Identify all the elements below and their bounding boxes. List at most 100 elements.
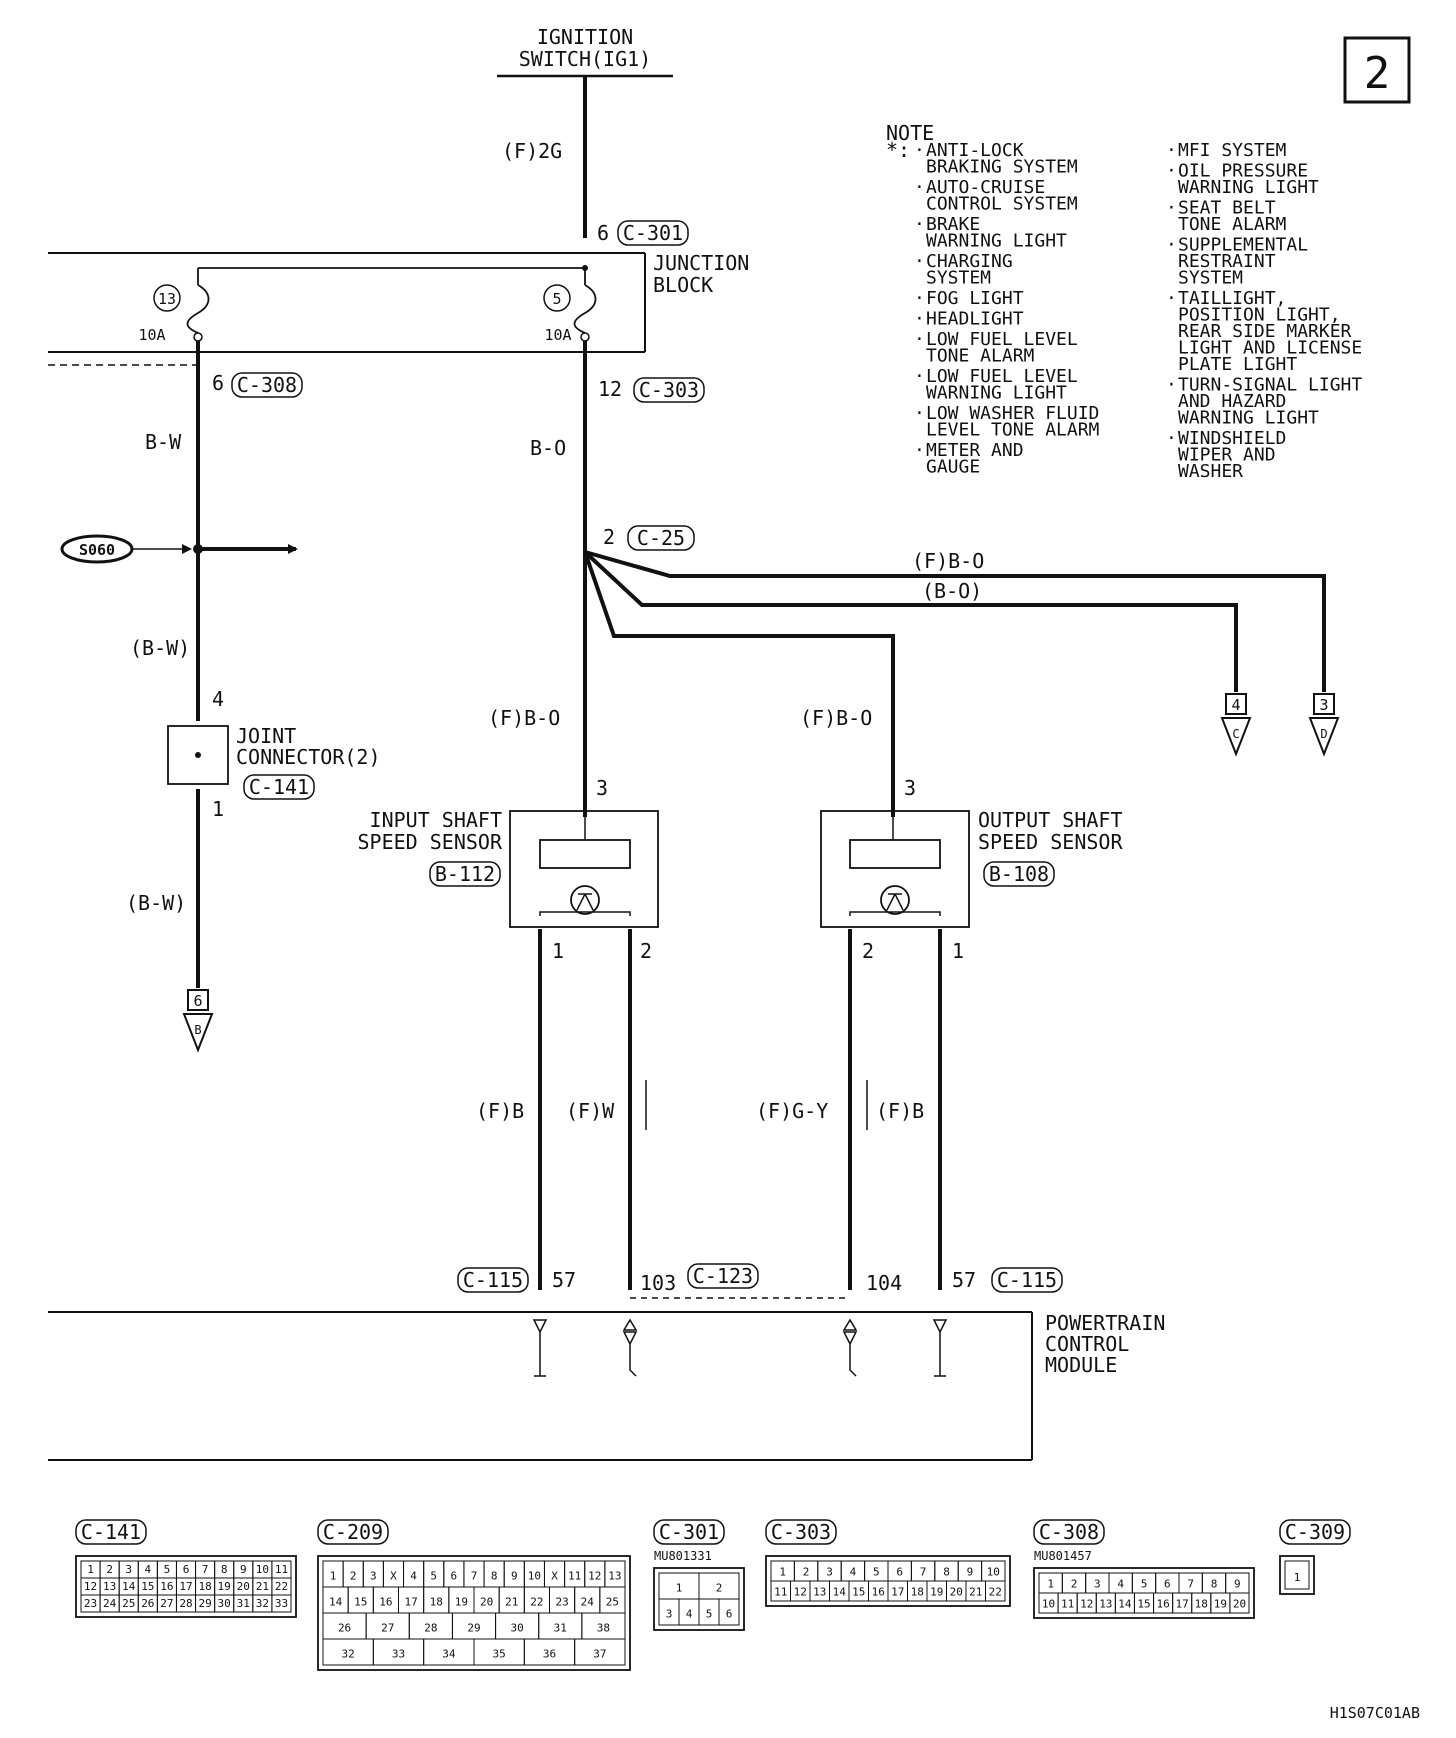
connector-pin: 11 <box>568 1570 581 1583</box>
note-col1-bullet-4: · <box>914 288 925 309</box>
pin-iss-feed: 3 <box>596 776 608 800</box>
connector-pin: 29 <box>467 1622 480 1635</box>
connector-pin: 32 <box>256 1597 269 1610</box>
connector-pin: 1 <box>676 1582 683 1595</box>
connector-pin: 4 <box>410 1570 417 1583</box>
connector-pin: 12 <box>588 1570 601 1583</box>
iss-label-2: SPEED SENSOR <box>358 830 503 854</box>
pin-iss-1: 1 <box>552 939 564 963</box>
svg-text:B: B <box>194 1023 201 1037</box>
note-col1-item-5-line-0: HEADLIGHT <box>926 309 1024 330</box>
connector-pin: 11 <box>774 1585 787 1598</box>
connector-pin: 26 <box>141 1597 154 1610</box>
note-col2-item-5-line-1: AND HAZARD <box>1178 391 1286 412</box>
pin-c308: 6 <box>212 371 224 395</box>
joint-connector-label-2: CONNECTOR(2) <box>236 745 381 769</box>
note-col2-item-1-line-1: WARNING LIGHT <box>1178 177 1319 198</box>
connector-pin: 15 <box>1137 1597 1150 1610</box>
connector-pin: 8 <box>943 1565 950 1578</box>
connector-pin: 28 <box>424 1622 437 1635</box>
connector-pin: 7 <box>202 1563 209 1576</box>
connector-pin: 13 <box>1099 1597 1112 1610</box>
fuse-left-number: 13 <box>158 290 176 308</box>
wire-color-ign: (F)2G <box>502 139 562 163</box>
note-col1-bullet-0: · <box>914 140 925 161</box>
connector-pin: 12 <box>794 1585 807 1598</box>
connector-pin: 2 <box>106 1563 113 1576</box>
connector-pin: 16 <box>872 1585 885 1598</box>
connector-pin: 1 <box>1294 1571 1301 1584</box>
pin-oss-1: 1 <box>952 939 964 963</box>
connector-pin: 4 <box>145 1563 152 1576</box>
connector-pin: 18 <box>911 1585 924 1598</box>
note-col1-item-9-line-0: METER AND <box>926 440 1024 461</box>
note-col2-item-0-line-0: MFI SYSTEM <box>1178 140 1287 161</box>
connector-pin: 2 <box>350 1570 357 1583</box>
wire-color-iss-pin1: (F)B <box>476 1099 524 1123</box>
pin-c303: 12 <box>598 377 622 401</box>
note-col1-item-7-line-0: LOW FUEL LEVEL <box>926 366 1078 387</box>
note-col1-item-2-line-0: BRAKE <box>926 214 980 235</box>
pin-oss-2: 2 <box>862 939 874 963</box>
connector-view-label: C-303 <box>771 1520 831 1544</box>
offpage-ref-c: 4 C <box>1220 693 1252 757</box>
wire-branch-mid <box>583 550 1238 692</box>
note-col1-item-9-line-1: GAUGE <box>926 457 980 478</box>
note-col2-item-3-line-2: SYSTEM <box>1178 268 1243 289</box>
connector-pin: 17 <box>891 1585 904 1598</box>
note-col2-item-1-line-0: OIL PRESSURE <box>1178 161 1308 182</box>
junction-block-label-2: BLOCK <box>653 273 713 297</box>
connector-pin: 11 <box>1061 1597 1074 1610</box>
note-col2-item-4-line-1: POSITION LIGHT, <box>1178 305 1341 326</box>
connector-pin: 31 <box>554 1622 567 1635</box>
page-number-box: 2 <box>1343 36 1411 104</box>
note-col2-bullet-6: · <box>1166 428 1177 449</box>
input-shaft-speed-sensor: INPUT SHAFT SPEED SENSOR B-112 <box>358 808 659 928</box>
connector-pin: 5 <box>430 1570 437 1583</box>
connector-pin: 10 <box>256 1563 269 1576</box>
note-col2-item-4-line-0: TAILLIGHT, <box>1178 288 1286 309</box>
conn-c141-label: C-141 <box>249 775 309 799</box>
connector-part-number: MU801331 <box>654 1549 712 1563</box>
connector-pin: 6 <box>726 1608 733 1621</box>
connector-pin: 6 <box>896 1565 903 1578</box>
joint-connector: JOINT CONNECTOR(2) C-141 <box>167 724 381 800</box>
connector-pin: 18 <box>430 1596 443 1609</box>
connector-view-label: C-301 <box>659 1520 719 1544</box>
connector-pin: 24 <box>103 1597 117 1610</box>
note-col1-bullet-5: · <box>914 309 925 330</box>
wire-color-oss-pin1: (F)B <box>876 1099 924 1123</box>
svg-text:D: D <box>1320 727 1327 741</box>
fuse-right-number: 5 <box>552 290 561 308</box>
note-col2-item-4-line-2: REAR SIDE MARKER <box>1178 321 1352 342</box>
wire-branch-oss <box>583 551 895 817</box>
note-col2-item-4-line-4: PLATE LIGHT <box>1178 354 1297 375</box>
connector-pin: 4 <box>686 1608 693 1621</box>
pin-c25: 2 <box>603 525 615 549</box>
note-col1-item-0-line-0: ANTI-LOCK <box>926 140 1024 161</box>
junction-block-label-1: JUNCTION <box>653 251 749 275</box>
connector-pin: 30 <box>218 1597 231 1610</box>
pcm-label-2: CONTROL <box>1045 1332 1129 1356</box>
connector-pin: 32 <box>342 1648 355 1661</box>
note-col2-item-3-line-1: RESTRAINT <box>1178 251 1276 272</box>
connector-pin: 6 <box>451 1570 458 1583</box>
note-col2-item-2-line-0: SEAT BELT <box>1178 198 1276 219</box>
connector-pin: 17 <box>179 1580 192 1593</box>
junction-block: JUNCTION BLOCK 13 10A 5 10A <box>48 251 749 366</box>
connector-pin: 9 <box>1234 1577 1241 1590</box>
note-col1-item-4-line-0: FOG LIGHT <box>926 288 1024 309</box>
connector-pin: 3 <box>666 1608 673 1621</box>
connector-pin: 13 <box>608 1570 621 1583</box>
connector-pin: 33 <box>275 1597 288 1610</box>
note-marker: *: <box>886 138 910 162</box>
splice-s060: S060 <box>60 534 298 564</box>
connector-pin: X <box>551 1570 558 1583</box>
connector-pin: 4 <box>850 1565 857 1578</box>
connector-pin: 19 <box>455 1596 468 1609</box>
connector-pin: 4 <box>1117 1577 1124 1590</box>
